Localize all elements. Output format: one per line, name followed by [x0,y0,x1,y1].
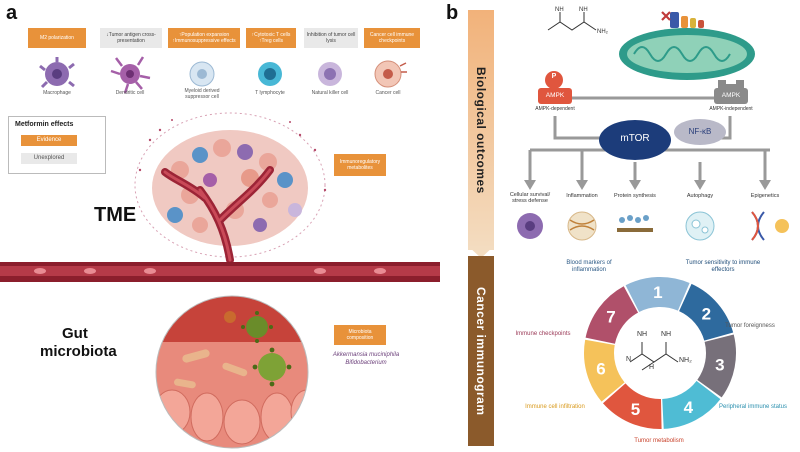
immunogram-label-3: Tumor foreignness [725,323,775,329]
immunogram-segment-3 [697,334,736,398]
box-antigen-presentation: ↓Tumor antigen cross-presentation [100,28,162,48]
box-cytotoxic-t: ↑Cytotoxic T cells ↑Treg cells [246,28,296,48]
immune-cells-row [39,56,407,94]
immunogram-number-3: 3 [715,355,724,374]
immunogram-label-2: Tumor sensitivity to immune effectors [685,260,761,273]
immunogram-label-5: Tumor metabolism [634,438,684,444]
metformin-formula-top: NH NH NH₂ [547,7,609,35]
virus-icon-1 [241,311,273,343]
immunogram-center [616,309,704,397]
box-immunoregulatory-metabolites: Immunoregulatory metabolites [334,154,386,176]
label-cancer-cell: Cancer cell [375,90,401,96]
label-t-lymphocyte: T lymphocyte [255,90,285,96]
immunogram-label-7: Immune checkpoints [515,331,571,337]
immunogram-number-2: 2 [702,304,711,323]
panel-a-letter: a [6,2,18,24]
macrophage-icon [39,57,75,89]
pathway-arrows [524,116,771,190]
gut-microbiota-illustration [155,295,309,449]
virus-icon-2 [252,347,292,387]
mitochondrion-illustration [619,11,755,80]
metformin-legend: Metformin effects Evidence Unexplored [8,116,106,174]
species-bifidobacterium: Bifidobacterium [345,360,387,366]
epigenetics-icon [751,211,789,241]
outcome-inflammation: Inflammation [566,193,598,199]
biological-outcomes-bar: Biological outcomes [468,10,494,250]
immunogram-segment-1 [625,277,690,312]
ampk-independent-label: AMPK-independent [709,106,753,112]
ampk-p-label: P [551,73,557,80]
protein-synthesis-icon [617,215,653,232]
outcome-icons [517,211,789,241]
immunogram-number-1: 1 [653,283,662,302]
legend-unexplored: Unexplored [21,153,77,164]
box-population-expansion: ↑Population expansion ↑Immunosuppressive… [168,28,240,48]
mdsc-icon [189,61,215,87]
box-m2-polarization: M2 polarization [28,28,86,48]
outcome-autophagy: Autophagy [686,193,714,199]
immunogram-ring: 1 2 3 4 5 6 7 [584,277,736,429]
immunogram-number-4: 4 [684,398,694,417]
immunogram-label-1: Blood markers of inflammation [566,260,612,273]
label-macrophage: Macrophage [43,90,71,96]
formula-nh2: NH₂ [679,357,692,364]
svg-text:NH: NH [555,7,564,13]
stress-cell-icon [517,213,543,239]
microbiota-label: microbiota [40,343,117,360]
outcome-protein-synthesis: Protein synthesis [614,193,656,199]
ampk-pathway [538,71,748,104]
ampk-label-2: AMPK [721,92,741,99]
immunogram-label-6: Immune cell infiltration [525,404,585,410]
species-akkermansia: Akkermansia muciniphila [332,352,400,358]
legend-evidence: Evidence [21,135,77,146]
immunogram-segment-7 [585,286,639,344]
cancer-immunogram-label: Cancer immunogram [474,286,488,416]
label-mdsc: Myeloid derived suppressor cell [184,88,220,100]
immunogram-number-6: 6 [596,360,605,379]
formula-nh-2: NH [661,331,672,338]
ampk-label-1: AMPK [545,92,565,99]
tme-illustration [0,112,440,282]
bar-arrow [468,246,494,258]
immunogram-number-5: 5 [631,400,640,419]
panel-b-letter: b [446,2,459,24]
immunogram-segment-2 [679,283,734,341]
outcome-cell-survival: Cellular survival/ stress defense [509,192,551,204]
box-microbiota-composition: Microbiota composition [334,325,386,345]
legend-title: Metformin effects [15,121,74,128]
immunogram-label-4: Peripheral immune status [718,404,788,410]
biological-outcomes-label: Biological outcomes [474,66,488,194]
box-cancer-checkpoints: Cancer cell immune checkpoints [364,28,420,48]
immunogram-number-7: 7 [606,308,615,327]
immunogram-segment-4 [662,380,721,429]
nfkb-label: NF-κB [688,127,712,136]
immunogram-segment-5 [602,383,662,429]
box-nk-lysis: Inhibition of tumor cell lysis [304,28,358,48]
tme-label: TME [94,204,137,226]
formula-nh-1: NH [637,331,648,338]
svg-text:NH₂: NH₂ [597,29,609,35]
gut-label: Gut [62,325,88,342]
svg-text:NH: NH [579,7,588,13]
label-dendritic: Dendritic cell [115,90,145,96]
label-nk-cell: Natural killer cell [311,90,349,96]
formula-n: N [626,356,632,363]
inflammation-icon [567,211,597,241]
metformin-formula-center [629,342,679,371]
t-lymphocyte-icon [258,62,282,86]
autophagy-icon [685,211,715,241]
complex-i-icon [670,12,704,28]
outcome-epigenetics: Epigenetics [750,193,780,199]
immunogram-segment-6 [584,339,625,402]
formula-h: H [649,364,655,371]
mtor-label: mTOR [620,133,650,144]
cancer-cell-icon [374,60,407,88]
nk-cell-icon [318,62,342,86]
ampk-dependent-label: AMPK-dependent [535,106,575,112]
cancer-immunogram-bar: Cancer immunogram [468,256,494,446]
dendritic-cell-icon [110,56,151,94]
